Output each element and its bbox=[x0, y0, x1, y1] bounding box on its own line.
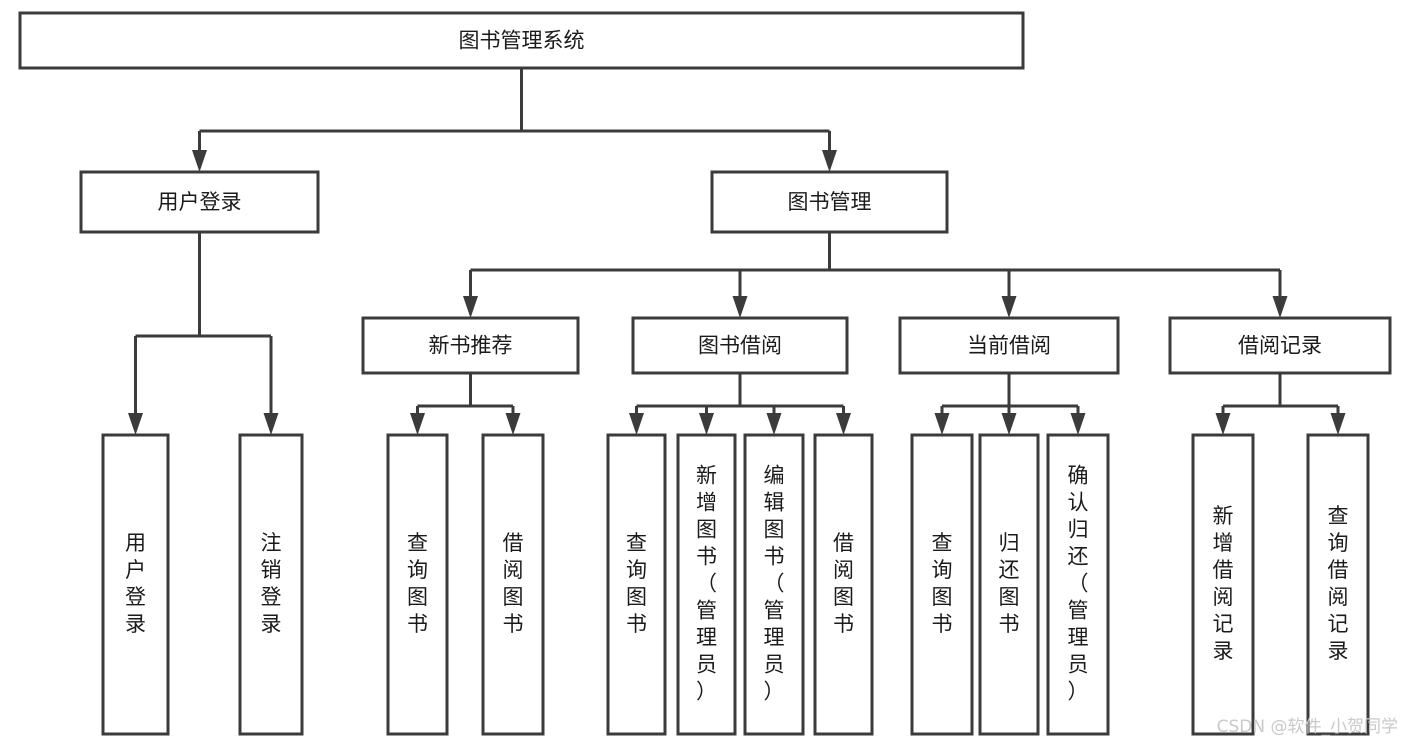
node-box[interactable] bbox=[978, 433, 1040, 736]
connector-group-current bbox=[934, 373, 1086, 435]
arrow-head-icon bbox=[699, 413, 714, 435]
node-label: 新书推荐 bbox=[429, 334, 513, 358]
node-box[interactable] bbox=[898, 316, 1120, 375]
node-leaf-logout[interactable]: 注销登录 bbox=[238, 433, 304, 736]
connector-group-borrow bbox=[629, 373, 851, 435]
arrow-head-icon bbox=[263, 413, 279, 435]
watermark-label: CSDN @软件_小贺同学 bbox=[1217, 717, 1398, 737]
node-label: 新增借阅记录 bbox=[1213, 504, 1234, 663]
node-borrow[interactable]: 图书借阅 bbox=[631, 316, 849, 375]
node-login[interactable]: 用户登录 bbox=[79, 170, 320, 234]
node-label: 归还图书 bbox=[999, 531, 1020, 636]
node-bookmgmt[interactable]: 图书管理 bbox=[710, 170, 949, 234]
node-label: 确认归还（管理员） bbox=[1068, 464, 1089, 704]
node-box[interactable] bbox=[1191, 433, 1255, 736]
arrow-head-icon bbox=[128, 413, 143, 435]
arrow-head-icon bbox=[410, 413, 425, 435]
node-box[interactable] bbox=[1306, 433, 1370, 736]
node-box[interactable] bbox=[1168, 316, 1392, 375]
node-box[interactable] bbox=[1046, 433, 1110, 736]
node-label: 用户登录 bbox=[125, 531, 146, 636]
node-box[interactable] bbox=[361, 316, 580, 375]
node-box[interactable] bbox=[743, 433, 805, 736]
node-leaf-query-book-1[interactable]: 查询图书 bbox=[386, 433, 449, 736]
node-label: 当前借阅 bbox=[967, 334, 1051, 358]
arrow-head-icon bbox=[1215, 413, 1231, 435]
node-label: 注销登录 bbox=[261, 531, 282, 636]
connector-layer bbox=[128, 68, 1346, 435]
arrow-head-icon bbox=[836, 413, 851, 435]
node-records[interactable]: 借阅记录 bbox=[1168, 316, 1392, 375]
node-box[interactable] bbox=[676, 433, 737, 736]
node-label: 查询图书 bbox=[407, 531, 428, 636]
node-label: 查询图书 bbox=[932, 531, 953, 636]
node-box[interactable] bbox=[910, 433, 974, 736]
node-label: 编辑图书（管理员） bbox=[764, 464, 785, 704]
arrow-head-icon bbox=[505, 413, 521, 435]
arrow-head-icon bbox=[192, 150, 207, 172]
node-label: 借阅记录 bbox=[1238, 334, 1322, 358]
node-label: 查询借阅记录 bbox=[1328, 504, 1349, 663]
node-root[interactable]: 图书管理系统 bbox=[18, 11, 1025, 70]
node-label: 图书管理 bbox=[788, 190, 872, 214]
node-leaf-user-login[interactable]: 用户登录 bbox=[101, 433, 170, 736]
node-leaf-borrow-book-1[interactable]: 借阅图书 bbox=[481, 433, 545, 736]
node-leaf-return-book[interactable]: 归还图书 bbox=[978, 433, 1040, 736]
node-label: 用户登录 bbox=[158, 190, 242, 214]
arrow-head-icon bbox=[1272, 296, 1288, 318]
node-leaf-query-book-3[interactable]: 查询图书 bbox=[910, 433, 974, 736]
node-box[interactable] bbox=[606, 433, 667, 736]
node-leaf-add-record[interactable]: 新增借阅记录 bbox=[1191, 433, 1255, 736]
connector-group-root bbox=[192, 68, 837, 172]
node-box[interactable] bbox=[18, 11, 1025, 70]
connector-group-records bbox=[1215, 373, 1346, 435]
node-leaf-borrow-book-2[interactable]: 借阅图书 bbox=[813, 433, 874, 736]
node-layer: 图书管理系统用户登录图书管理新书推荐图书借阅当前借阅借阅记录用户登录注销登录查询… bbox=[18, 11, 1392, 736]
node-box[interactable] bbox=[79, 170, 320, 234]
arrow-head-icon bbox=[1070, 413, 1086, 435]
node-leaf-confirm-return[interactable]: 确认归还（管理员） bbox=[1046, 433, 1110, 736]
node-newbook[interactable]: 新书推荐 bbox=[361, 316, 580, 375]
node-box[interactable] bbox=[631, 316, 849, 375]
arrow-head-icon bbox=[822, 150, 837, 172]
arrow-head-icon bbox=[1001, 413, 1017, 435]
node-leaf-query-record[interactable]: 查询借阅记录 bbox=[1306, 433, 1370, 736]
arrow-head-icon bbox=[934, 413, 950, 435]
node-leaf-add-book[interactable]: 新增图书（管理员） bbox=[676, 433, 737, 736]
node-box[interactable] bbox=[101, 433, 170, 736]
node-label: 图书管理系统 bbox=[459, 29, 585, 53]
arrow-head-icon bbox=[1001, 296, 1017, 318]
node-label: 新增图书（管理员） bbox=[696, 464, 717, 704]
arrow-head-icon bbox=[1330, 413, 1346, 435]
node-box[interactable] bbox=[238, 433, 304, 736]
node-box[interactable] bbox=[710, 170, 949, 234]
node-leaf-edit-book[interactable]: 编辑图书（管理员） bbox=[743, 433, 805, 736]
node-label: 借阅图书 bbox=[833, 531, 854, 636]
arrow-head-icon bbox=[463, 296, 478, 318]
node-leaf-query-book-2[interactable]: 查询图书 bbox=[606, 433, 667, 736]
node-label: 图书借阅 bbox=[698, 334, 782, 358]
node-box[interactable] bbox=[481, 433, 545, 736]
node-box[interactable] bbox=[813, 433, 874, 736]
arrow-head-icon bbox=[629, 413, 644, 435]
connector-group-newbook bbox=[410, 373, 521, 435]
arrow-head-icon bbox=[766, 413, 782, 435]
node-box[interactable] bbox=[386, 433, 449, 736]
node-label: 借阅图书 bbox=[503, 531, 524, 636]
node-label: 查询图书 bbox=[626, 531, 647, 636]
node-current[interactable]: 当前借阅 bbox=[898, 316, 1120, 375]
connector-group-login bbox=[128, 232, 279, 435]
arrow-head-icon bbox=[732, 296, 748, 318]
connector-group-bookmgmt bbox=[463, 232, 1288, 318]
